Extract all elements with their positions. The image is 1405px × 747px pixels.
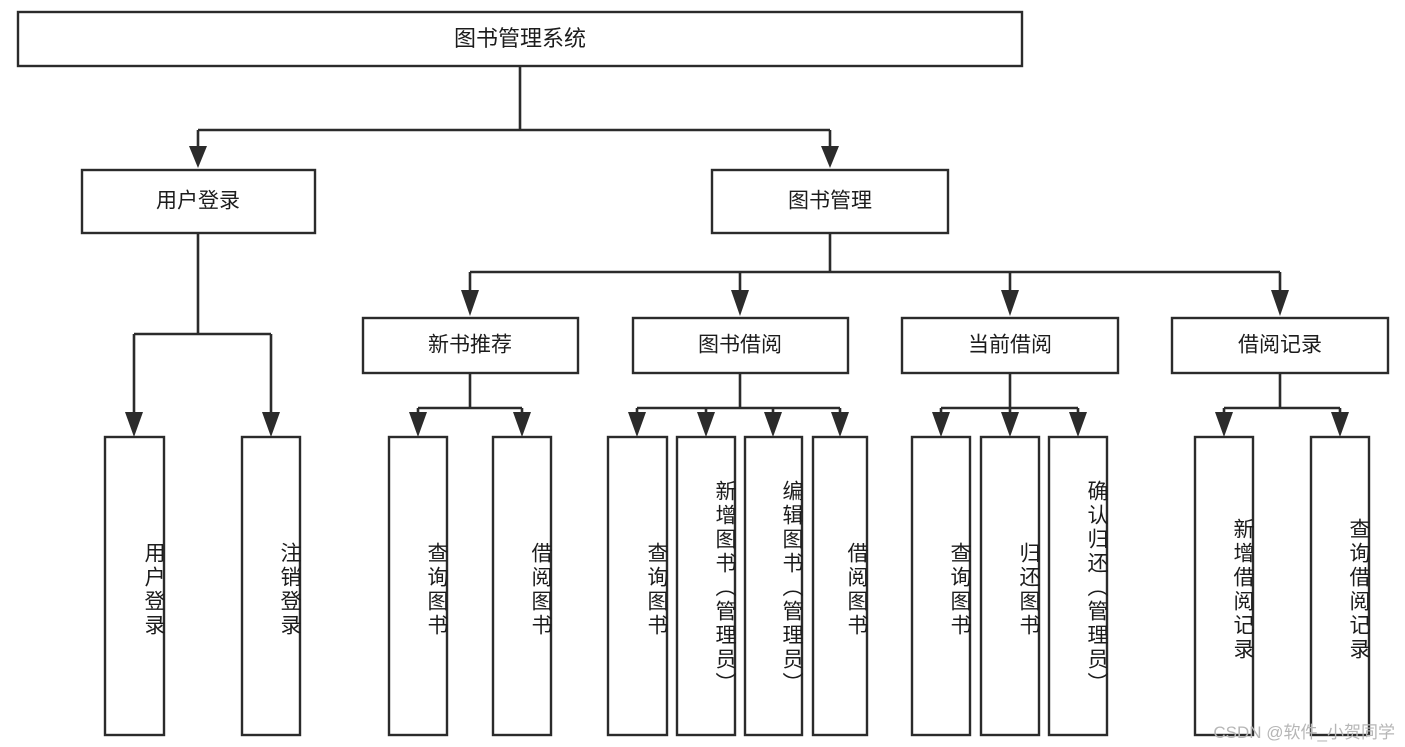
arrowhead-user-login [189, 146, 207, 168]
node-book-manage-box[interactable] [710, 168, 950, 235]
connector-group-new-book-rec [409, 373, 531, 437]
connector-group-user-login [125, 233, 280, 437]
node-leaf-return-book-box[interactable] [979, 435, 1041, 737]
arrowhead-leaf-query-book-3 [932, 412, 950, 437]
node-root-box[interactable] [16, 10, 1024, 68]
node-root[interactable]: 图书管理系统 [16, 10, 1024, 68]
node-leaf-add-book-box[interactable] [675, 435, 737, 737]
node-leaf-edit-book-box[interactable] [743, 435, 804, 737]
node-book-borrow-box[interactable] [631, 316, 850, 375]
arrowhead-leaf-confirm-return [1069, 412, 1087, 437]
arrowhead-leaf-user-login [125, 412, 143, 437]
node-leaf-query-book-3-box[interactable] [910, 435, 972, 737]
arrowhead-leaf-return-book [1001, 412, 1019, 437]
node-borrow-record[interactable]: 借阅记录 [1170, 316, 1390, 375]
node-new-book-rec-box[interactable] [361, 316, 580, 375]
arrowhead-leaf-borrow-book-1 [513, 412, 531, 437]
arrowhead-leaf-query-book-2 [628, 412, 646, 437]
node-leaf-confirm-return-box[interactable] [1047, 435, 1109, 737]
node-book-manage-label: 图书管理 [788, 190, 872, 213]
connector-group-current-borrow [932, 373, 1087, 437]
arrowhead-current-borrow [1001, 290, 1019, 316]
node-new-book-rec[interactable]: 新书推荐 [361, 316, 580, 375]
arrowhead-leaf-add-book [697, 412, 715, 437]
node-borrow-record-box[interactable] [1170, 316, 1390, 375]
node-new-book-rec-label: 新书推荐 [428, 334, 512, 357]
arrowhead-new-book-rec [461, 290, 479, 316]
node-current-borrow[interactable]: 当前借阅 [900, 316, 1120, 375]
node-borrow-record-label: 借阅记录 [1238, 334, 1322, 357]
arrowhead-borrow-record [1271, 290, 1289, 316]
csdn-watermark: CSDN @软件_小贺同学 [1213, 723, 1395, 742]
arrowhead-book-manage [821, 146, 839, 168]
node-book-manage[interactable]: 图书管理 [710, 168, 950, 235]
node-leaf-query-record-box[interactable] [1309, 435, 1371, 737]
node-user-login[interactable]: 用户登录 [80, 168, 317, 235]
node-leaf-query-book-1-box[interactable] [387, 435, 449, 737]
arrowhead-leaf-borrow-book-2 [831, 412, 849, 437]
connector-group-book-manage [461, 233, 1289, 316]
arrowhead-leaf-edit-book [764, 412, 782, 437]
node-book-borrow[interactable]: 图书借阅 [631, 316, 850, 375]
node-root-label: 图书管理系统 [454, 26, 586, 51]
arrowhead-book-borrow [731, 290, 749, 316]
node-leaf-borrow-book-2-box[interactable] [811, 435, 869, 737]
leaf-box-group [103, 435, 1371, 737]
connector-group-book-borrow [628, 373, 849, 437]
node-leaf-query-book-2-box[interactable] [606, 435, 669, 737]
arrowhead-leaf-add-record [1215, 412, 1233, 437]
connector-group-root [189, 66, 839, 168]
node-leaf-add-record-box[interactable] [1193, 435, 1255, 737]
node-book-borrow-label: 图书借阅 [698, 334, 782, 357]
node-current-borrow-label: 当前借阅 [968, 334, 1052, 357]
node-leaf-logout-box[interactable] [240, 435, 302, 737]
arrowhead-leaf-query-record [1331, 412, 1349, 437]
node-current-borrow-box[interactable] [900, 316, 1120, 375]
node-leaf-borrow-book-1-box[interactable] [491, 435, 553, 737]
arrowhead-leaf-query-book-1 [409, 412, 427, 437]
node-leaf-user-login-box[interactable] [103, 435, 166, 737]
arrowhead-leaf-logout [262, 412, 280, 437]
node-user-login-box[interactable] [80, 168, 317, 235]
node-user-login-label: 用户登录 [156, 190, 240, 213]
connector-group-borrow-record [1215, 373, 1349, 437]
